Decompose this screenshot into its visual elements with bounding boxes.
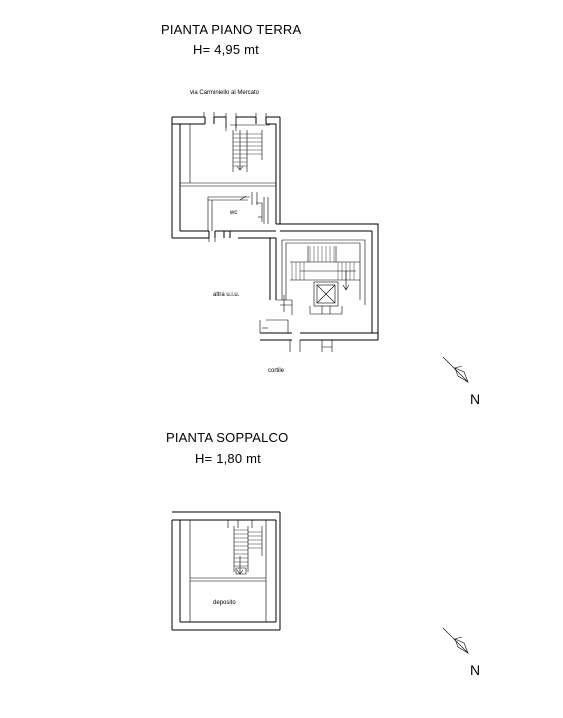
street-label: via Carminiello al Mercato [190,90,260,96]
ground-outer-walls [171,116,379,341]
mezzanine-walls [171,511,281,631]
storage-label: deposito [213,600,236,606]
ground-floor-height: H= 4,95 mt [193,42,259,57]
mezzanine-stair [227,520,263,575]
north-label-ground: N [470,391,481,407]
ground-narrow-stair [225,117,270,172]
ground-doors [203,112,333,352]
north-label-mezzanine: N [470,662,481,678]
wc-label: wc [230,210,238,216]
mezzanine-title: PIANTA SOPPALCO [166,430,289,445]
mezzanine-plan [171,511,469,654]
other-unit-label: altra u.i.u. [213,292,240,298]
ground-floor-plan [171,112,469,383]
north-arrow-ground-icon [442,356,469,383]
courtyard-label: cortile [268,368,285,374]
north-arrow-mezzanine-icon [442,627,469,654]
ground-main-stair [290,246,360,315]
mezzanine-height: H= 1,80 mt [195,451,261,466]
ground-partitions [180,124,366,305]
ground-floor-title: PIANTA PIANO TERRA [161,22,302,37]
